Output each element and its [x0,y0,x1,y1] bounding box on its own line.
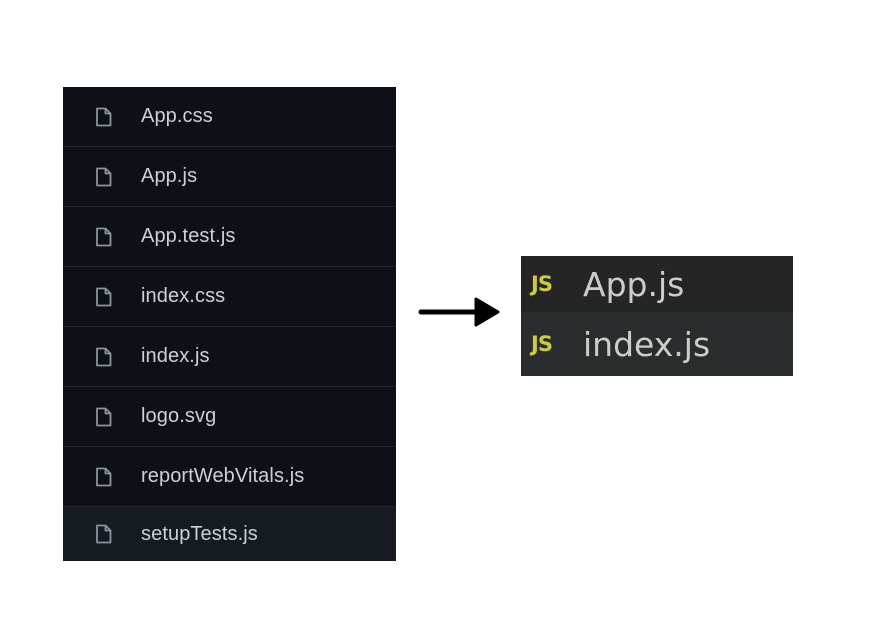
file-icon [93,226,113,248]
file-name[interactable]: setupTests.js [141,522,258,545]
file-icon [93,106,113,128]
file-icon [93,406,113,428]
file-name[interactable]: index.js [141,345,210,367]
file-row[interactable]: App.js [63,147,396,207]
file-name[interactable]: logo.svg [141,405,217,427]
js-file-icon: JS [531,332,553,356]
file-name[interactable]: index.js [583,324,711,364]
file-row[interactable]: JS App.js [521,256,793,312]
file-row[interactable]: index.css [63,267,396,327]
file-name[interactable]: App.css [141,105,213,127]
file-row[interactable]: JS index.js [521,312,793,376]
file-row[interactable]: setupTests.js [63,507,396,561]
file-icon [93,466,113,488]
file-row[interactable]: App.test.js [63,207,396,267]
file-name[interactable]: App.js [583,264,685,304]
file-row[interactable]: index.js [63,327,396,387]
file-name[interactable]: index.css [141,285,226,307]
arrow-right-icon [418,295,504,329]
file-icon [93,346,113,368]
file-name[interactable]: reportWebVitals.js [141,465,305,487]
vscode-file-list: JS App.js JS index.js [521,256,793,376]
file-row[interactable]: App.css [63,87,396,147]
file-icon [93,286,113,308]
js-file-icon: JS [531,272,553,296]
file-row[interactable]: reportWebVitals.js [63,447,396,507]
file-name[interactable]: App.js [141,165,198,187]
file-icon [93,166,113,188]
file-icon [93,523,113,545]
file-name[interactable]: App.test.js [141,225,236,247]
file-row[interactable]: logo.svg [63,387,396,447]
github-file-list: App.css App.js App.test.js index.css ind… [63,87,396,561]
